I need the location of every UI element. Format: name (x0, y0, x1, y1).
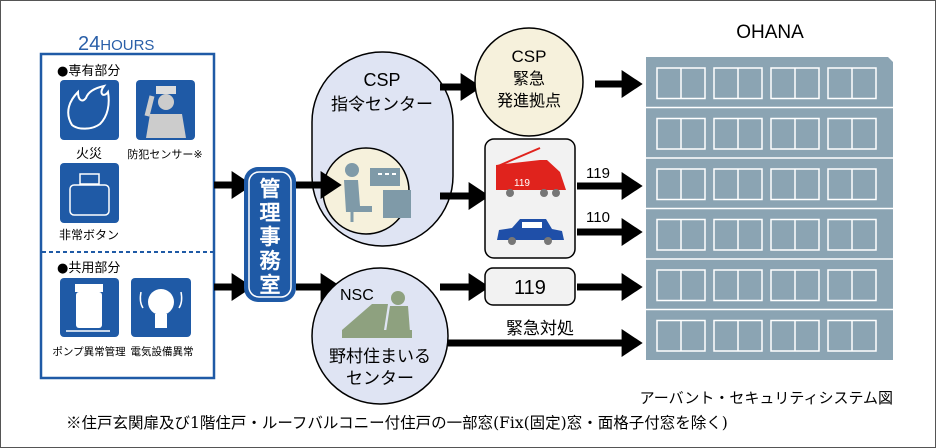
police-call-number: 110 (586, 209, 610, 226)
fire-icon (60, 80, 119, 140)
nsc-119-label: 119 (514, 277, 546, 299)
electrical-label: 電気設備異常 (131, 345, 194, 358)
building-floors (646, 67, 893, 352)
svg-text:事: 事 (260, 225, 281, 249)
pump-icon (60, 278, 119, 337)
guard-icon (136, 80, 195, 140)
building-name: OHANA (736, 22, 804, 43)
emergency-response-label: 緊急対処 (506, 319, 574, 339)
dispatch-line3: 発進拠点 (497, 91, 561, 110)
operator-icon (322, 147, 411, 235)
csp-center-label: CSP (363, 70, 400, 90)
fire-label: 火災 (76, 147, 102, 162)
nsc-119-box (484, 267, 576, 306)
common-section-heading: ●共用部分 (57, 261, 120, 276)
management-office: 管 理 事 務 室 (244, 167, 296, 302)
nsc-label: NSC (340, 287, 374, 304)
emergency-button-icon (60, 163, 119, 223)
nsc-center (311, 267, 449, 405)
svg-text:務: 務 (260, 249, 282, 273)
private-section-heading: ●専有部分 (57, 64, 120, 79)
dispatch-line2: 緊急 (513, 69, 545, 88)
fire-call-number: 119 (586, 165, 610, 182)
svg-text:管: 管 (260, 177, 281, 201)
svg-text:室: 室 (260, 273, 281, 297)
crime-sensor-label: 防犯センサー※ (127, 147, 202, 161)
svg-text:119: 119 (514, 178, 530, 189)
light-bulb-icon (131, 278, 191, 337)
emergency-vehicles-box (484, 138, 576, 259)
police-car-icon (497, 219, 564, 245)
emergency-button-label: 非常ボタン (59, 228, 119, 242)
dispatch-label: CSP (512, 47, 547, 66)
caption-note: ※住戸玄関扉及び1階住戸・ルーフバルコニー付住戸の一部窓(Fix(固定)窓・面格… (66, 414, 728, 432)
caption-title: アーバント・セキュリティシステム図 (640, 389, 893, 407)
pump-label: ポンプ異常管理 (52, 345, 126, 358)
svg-text:理: 理 (260, 201, 281, 225)
csp-center-name: 指令センター (331, 95, 433, 115)
fire-truck-icon: 119 (496, 147, 566, 197)
csp-emergency-dispatch (474, 27, 584, 137)
nsc-name-line1: 野村住まいる (329, 347, 431, 367)
hours-title: 24HOURS (78, 33, 154, 55)
nsc-name-line2: センター (346, 369, 414, 389)
